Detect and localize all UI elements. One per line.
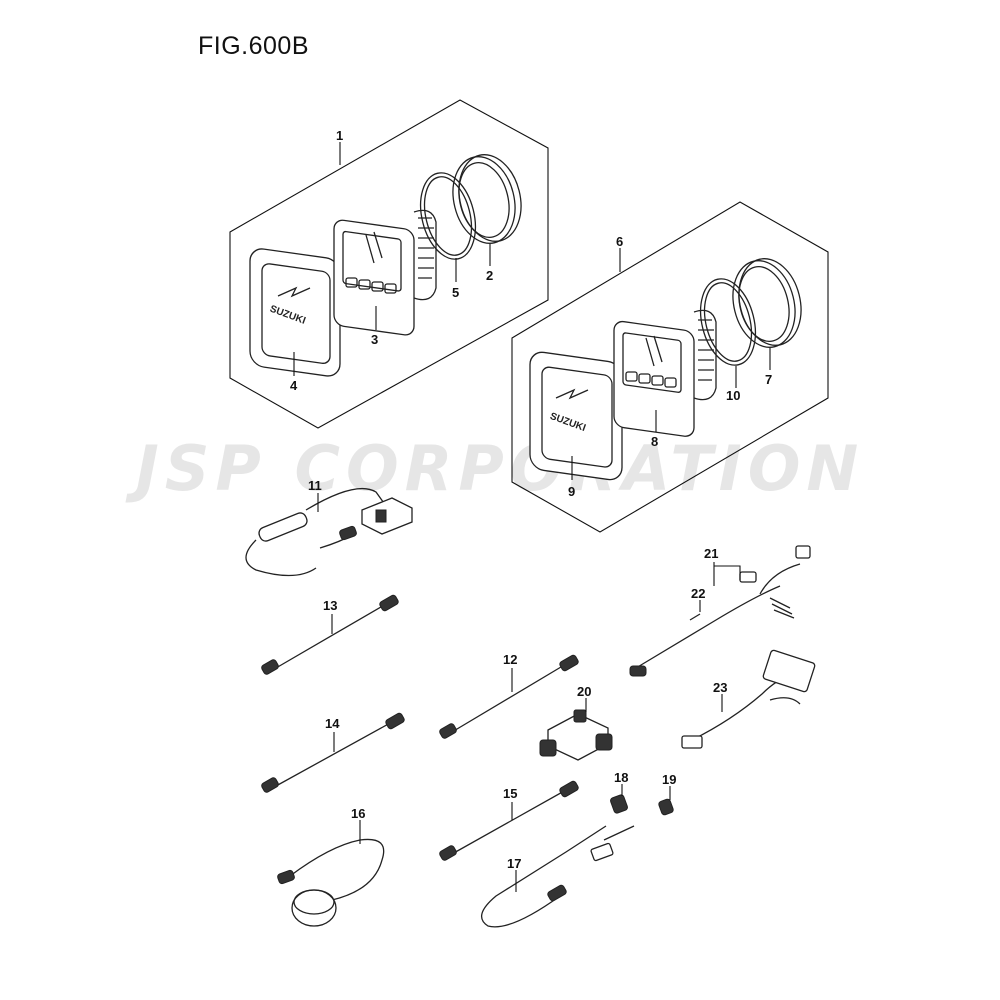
part-23-harness[interactable]: [681, 649, 816, 749]
assembly-6-group: SUZUKI: [511, 201, 829, 533]
callout-2: 2: [486, 268, 493, 283]
callout-6: 6: [616, 234, 623, 249]
callout-16: 16: [351, 806, 365, 821]
part-5-o-ring[interactable]: [412, 167, 484, 265]
part-7-nut[interactable]: [724, 252, 810, 354]
callout-14: 14: [325, 716, 340, 731]
callout-3: 3: [371, 332, 378, 347]
callout-20: 20: [577, 684, 591, 699]
part-3-display[interactable]: [333, 209, 437, 336]
watermark: JSP CORPORATION: [135, 432, 865, 505]
callout-18: 18: [614, 770, 628, 785]
callout-labels: 1 2 3 4 5 6 7 8 9 10 11 12 13 14 15 16 1…: [290, 128, 772, 871]
part-16-sensor[interactable]: [277, 820, 385, 927]
part-18-fitting[interactable]: [610, 784, 629, 814]
part-2-nut[interactable]: [444, 148, 530, 250]
callout-12: 12: [503, 652, 517, 667]
callout-23: 23: [713, 680, 727, 695]
callout-8: 8: [651, 434, 658, 449]
callout-4: 4: [290, 378, 298, 393]
part-20-t-connector[interactable]: [539, 698, 613, 761]
callout-5: 5: [452, 285, 459, 300]
part-12-cable[interactable]: [439, 654, 580, 739]
assembly-1-group: SUZUKI: [229, 99, 549, 429]
assembly-6-outline: [511, 201, 829, 533]
callout-13: 13: [323, 598, 337, 613]
callout-1: 1: [336, 128, 343, 143]
part-13-cable[interactable]: [261, 594, 400, 675]
callout-22: 22: [691, 586, 705, 601]
part-10-o-ring[interactable]: [692, 273, 764, 371]
part-19-fitting[interactable]: [658, 786, 674, 816]
part-22-clip[interactable]: [689, 600, 701, 621]
figure-title: FIG.600B: [198, 32, 309, 60]
callout-17: 17: [507, 856, 521, 871]
callout-9: 9: [568, 484, 575, 499]
assembly-1-outline: [229, 99, 549, 429]
part-9-cover[interactable]: SUZUKI: [529, 350, 623, 481]
part-8-display[interactable]: [613, 309, 717, 437]
part-11-harness[interactable]: [245, 488, 413, 577]
callout-10: 10: [726, 388, 740, 403]
part-21-harness[interactable]: [629, 545, 811, 677]
callout-19: 19: [662, 772, 676, 787]
callout-15: 15: [503, 786, 517, 801]
callout-11: 11: [308, 478, 322, 493]
callout-21: 21: [704, 546, 718, 561]
part-4-cover[interactable]: SUZUKI: [249, 247, 341, 378]
callout-7: 7: [765, 372, 772, 387]
part-15-cable[interactable]: [439, 780, 580, 861]
part-17-harness[interactable]: [480, 825, 635, 928]
part-14-cable[interactable]: [261, 712, 406, 793]
